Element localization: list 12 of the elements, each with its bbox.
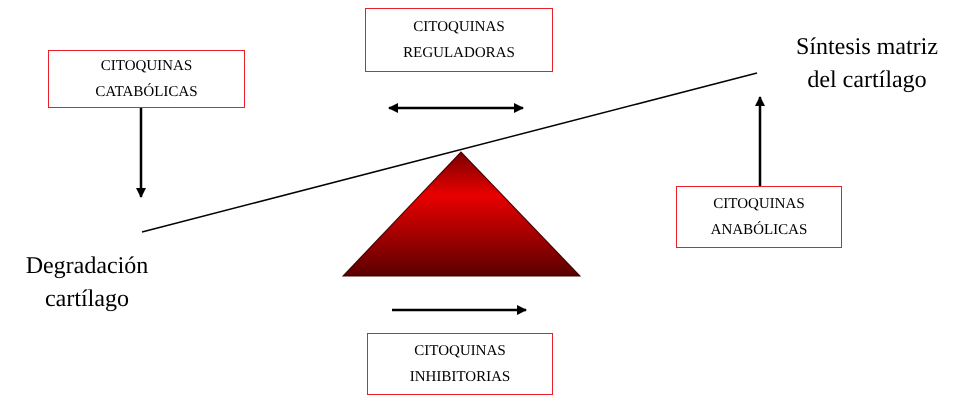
label-box [365,8,553,72]
label-box [367,333,553,395]
arrow [136,108,146,198]
arrow [755,96,765,186]
label-box [48,50,245,108]
box-label: CITOQUINAS INHIBITORIAS [408,342,512,387]
box-label: CITOQUINAS ANABÓLICAS [710,195,808,240]
caption-text: Degradación cartílago [24,252,150,314]
caption-text: Síntesis matriz del cartílago [795,32,939,94]
box-label: CITOQUINAS CATABÓLICAS [94,57,199,102]
box-label: CITOQUINAS REGULADORAS [402,18,516,63]
label-box [676,186,842,248]
